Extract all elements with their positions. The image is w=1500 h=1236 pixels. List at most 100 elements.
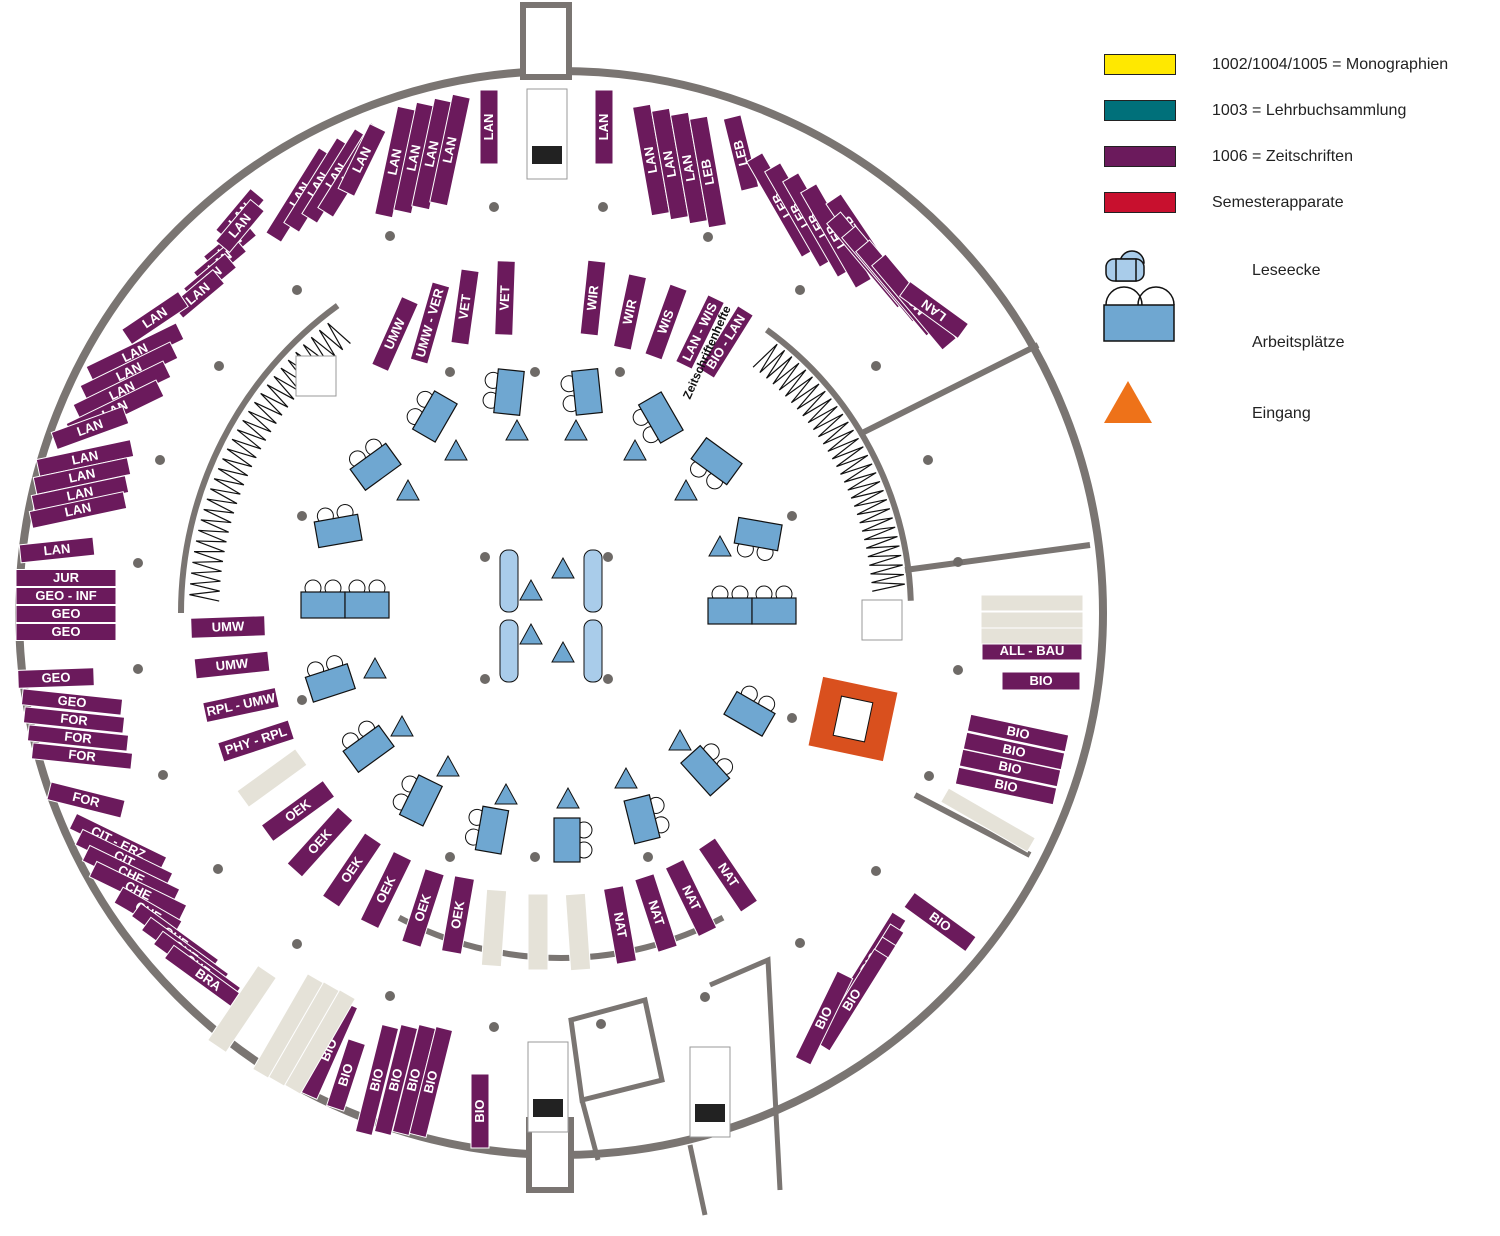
shelf-label: LAN xyxy=(421,139,441,168)
elevator-icon xyxy=(832,695,874,743)
entrance-marker xyxy=(551,640,575,663)
outer-right-shelf: BIO xyxy=(958,748,1062,788)
shelf-label: BIO xyxy=(472,1099,487,1122)
desk-top xyxy=(349,442,402,492)
reading-corner xyxy=(499,549,519,613)
shelf-label: BIO xyxy=(403,1067,423,1093)
pillar-dot xyxy=(603,552,613,562)
shelf-body xyxy=(18,536,96,564)
inner-bottom-shelf: NAT xyxy=(602,885,638,965)
shelf-body xyxy=(980,627,1084,645)
outer-right-shelf: ALL - BAU xyxy=(981,641,1083,661)
inner-top-shelf: UMW xyxy=(371,295,419,373)
outer-left-shelf: FOR xyxy=(30,742,134,770)
walls xyxy=(19,5,1107,1216)
workstation xyxy=(304,655,357,703)
pillar-dot xyxy=(292,285,302,295)
desk-top xyxy=(304,663,357,703)
pillar-dot xyxy=(598,202,608,212)
reading-desks xyxy=(300,367,797,863)
empty-shelf xyxy=(236,748,308,808)
shelf-body xyxy=(644,283,688,361)
emergency-exit-sign-icon xyxy=(527,1041,569,1133)
pillar-dot xyxy=(297,511,307,521)
shelf-label: LAN xyxy=(43,541,71,559)
shelf-label: VET xyxy=(497,285,513,311)
workstation xyxy=(733,516,783,561)
shelf-label: PHY - RPL xyxy=(223,723,289,757)
outer-top-shelf: LAN xyxy=(479,89,499,165)
workstation xyxy=(313,504,363,549)
shelf-body xyxy=(28,491,128,529)
shelf-body xyxy=(190,615,266,639)
desk-top xyxy=(733,516,783,552)
shelf-body xyxy=(689,115,727,229)
inner-bottom-shelf: NAT xyxy=(634,873,678,953)
desk-top xyxy=(344,591,390,619)
outer-left-shelf: LAN xyxy=(50,405,130,451)
shelf-body xyxy=(359,850,413,930)
shelf-label: LAN xyxy=(439,135,459,164)
workstation-icon xyxy=(1103,286,1175,342)
shelf-body xyxy=(284,989,356,1095)
outer-left-shelf: FOR xyxy=(26,724,130,752)
shelf-body xyxy=(980,611,1084,629)
pillar-dot xyxy=(489,1022,499,1032)
workstation xyxy=(707,585,753,625)
shelf-body xyxy=(46,781,126,819)
shelf-body xyxy=(980,594,1084,612)
workstation xyxy=(349,438,402,492)
inner-top-shelf: WIR xyxy=(579,259,607,337)
pillar-dot xyxy=(445,367,455,377)
entrance-marker xyxy=(444,438,468,461)
shelf-body xyxy=(527,893,549,971)
outer-left-shelf: LAN xyxy=(32,457,132,495)
shelf-label: BIO xyxy=(1005,723,1031,742)
shelf-label: BIO xyxy=(1001,741,1027,760)
inner-bottom-shelf: OEK xyxy=(401,868,445,948)
inner-top-shelf: WIR xyxy=(612,273,648,351)
shelf-label: WIS xyxy=(654,307,677,336)
outer-top-shelf: LAN xyxy=(651,107,689,221)
shelf-label: LEB xyxy=(730,139,751,168)
shelf-label: WIR xyxy=(584,284,602,311)
outer-bottom-shelf: BIO xyxy=(325,1038,367,1112)
shelf-body xyxy=(22,706,126,734)
shelf-body xyxy=(634,873,678,953)
swatch-teal xyxy=(1104,100,1176,121)
shelf-label: LAN xyxy=(403,143,423,172)
shelf-body xyxy=(337,123,387,197)
shelf-body xyxy=(50,405,130,451)
inner-bottom-shelf: OEK xyxy=(440,875,476,955)
desk-top xyxy=(342,724,395,774)
outer-left-shelf: GEO xyxy=(15,623,117,641)
shelf-label: LAN xyxy=(384,147,404,176)
inner-wall-right xyxy=(764,327,914,601)
pillar-dot xyxy=(924,771,934,781)
swatch-yellow xyxy=(1104,54,1176,75)
desk-top xyxy=(300,591,346,619)
outer-top-shelf: LAN xyxy=(429,93,471,207)
shelf-label: FOR xyxy=(68,747,97,765)
empty-shelf xyxy=(527,893,549,971)
shelf-body xyxy=(903,891,977,953)
entrance-marker xyxy=(494,782,518,805)
legend-label: Semesterapparate xyxy=(1212,194,1344,211)
pillar-dot xyxy=(480,552,490,562)
shelf-body xyxy=(17,667,95,689)
shelf-body xyxy=(26,724,130,752)
exit-sign-plate xyxy=(695,1104,725,1122)
pillar-dot xyxy=(787,713,797,723)
outer-right-shelf: BIO xyxy=(1001,671,1081,691)
shelf-body xyxy=(954,766,1058,806)
desk-top xyxy=(707,597,753,625)
inner-left-shelf: UMW xyxy=(193,650,271,680)
entrance-marker xyxy=(519,578,543,601)
inner-wall-bottom xyxy=(397,914,725,961)
pillar-dot xyxy=(445,852,455,862)
pillar-dot xyxy=(643,852,653,862)
pillar-dot xyxy=(603,674,613,684)
entrance-marker xyxy=(519,622,543,645)
outer-right-shelf: BIO xyxy=(966,713,1070,753)
shelf-label: BIO xyxy=(335,1062,356,1089)
